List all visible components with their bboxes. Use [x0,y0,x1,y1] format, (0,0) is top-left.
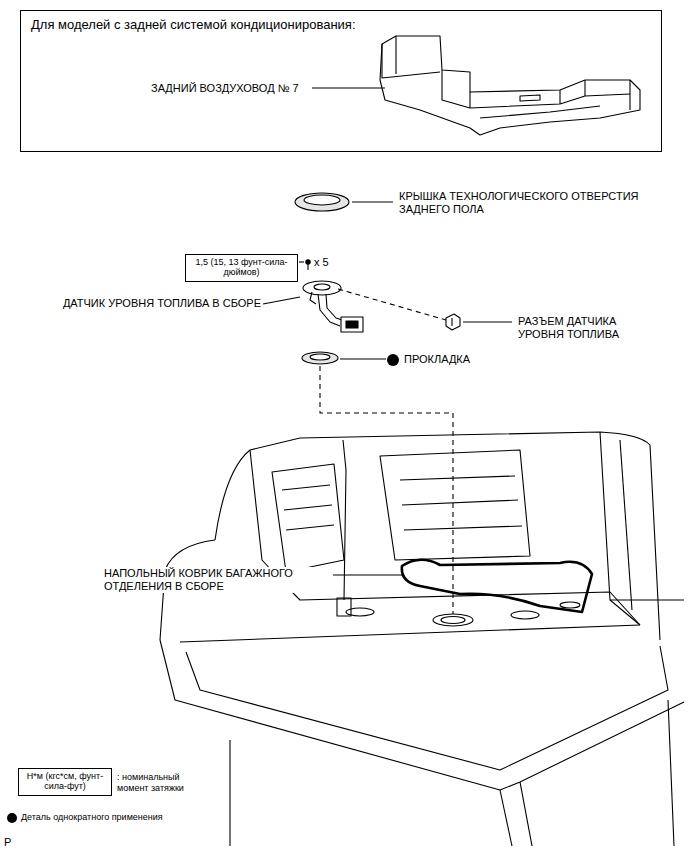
part-label: КРЫШКА ТЕХНОЛОГИЧЕСКОГО ОТВЕРСТИЯ ЗАДНЕГ… [398,190,650,216]
torque-box: 1,5 (15, 13 фунт-сила-дюймов) [185,254,298,282]
leader-line [352,201,393,202]
part-label: ЗАДНИЙ ВОЗДУХОВОД № 7 [151,82,299,95]
bolt-symbol [306,260,310,270]
legend-unit-box: Н*м (кгс*см, фунт-сила-фут) [18,768,112,796]
fuel-sender [303,281,363,332]
hole-cover [295,193,349,211]
legend-text: Деталь однократного применения [21,812,163,823]
alignment-lines [320,289,453,614]
unit-note: Н*м (кгс*см, фунт-сила-фут) [22,771,108,792]
quantity-label: x 5 [313,256,330,269]
condition-heading: Для моделей с задней системой кондициони… [31,18,356,33]
part-label: ДАТЧИК УРОВНЯ ТОПЛИВА В СБОРЕ [40,297,262,310]
leader-line [463,321,512,322]
part-label: ПРОКЛАДКА [403,353,471,366]
gasket [302,352,338,364]
vehicle-rear [160,432,684,846]
legend-text: : номинальный момент затяжки [117,772,209,794]
figure-code: P [3,836,12,849]
leader-line [340,358,386,359]
leader-line [333,574,402,575]
part-label: РАЗЪЕМ ДАТЧИКА УРОВНЯ ТОПЛИВА [517,315,654,341]
single-use-dot [387,354,399,366]
legend-swatch [7,813,17,823]
leader-line [312,87,385,88]
torque-value: 1,5 (15, 13 фунт-сила-дюймов) [189,257,294,278]
connector-symbol [446,314,460,330]
floor-mat-outline [402,560,592,612]
duct-drawing [380,36,640,135]
leader-line [263,297,300,304]
part-label: НАПОЛЬНЫЙ КОВРИК БАГАЖНОГО ОТДЕЛЕНИЯ В С… [103,567,333,593]
condition-frame: Для моделей с задней системой кондициони… [20,10,662,152]
leader-line [299,261,304,262]
